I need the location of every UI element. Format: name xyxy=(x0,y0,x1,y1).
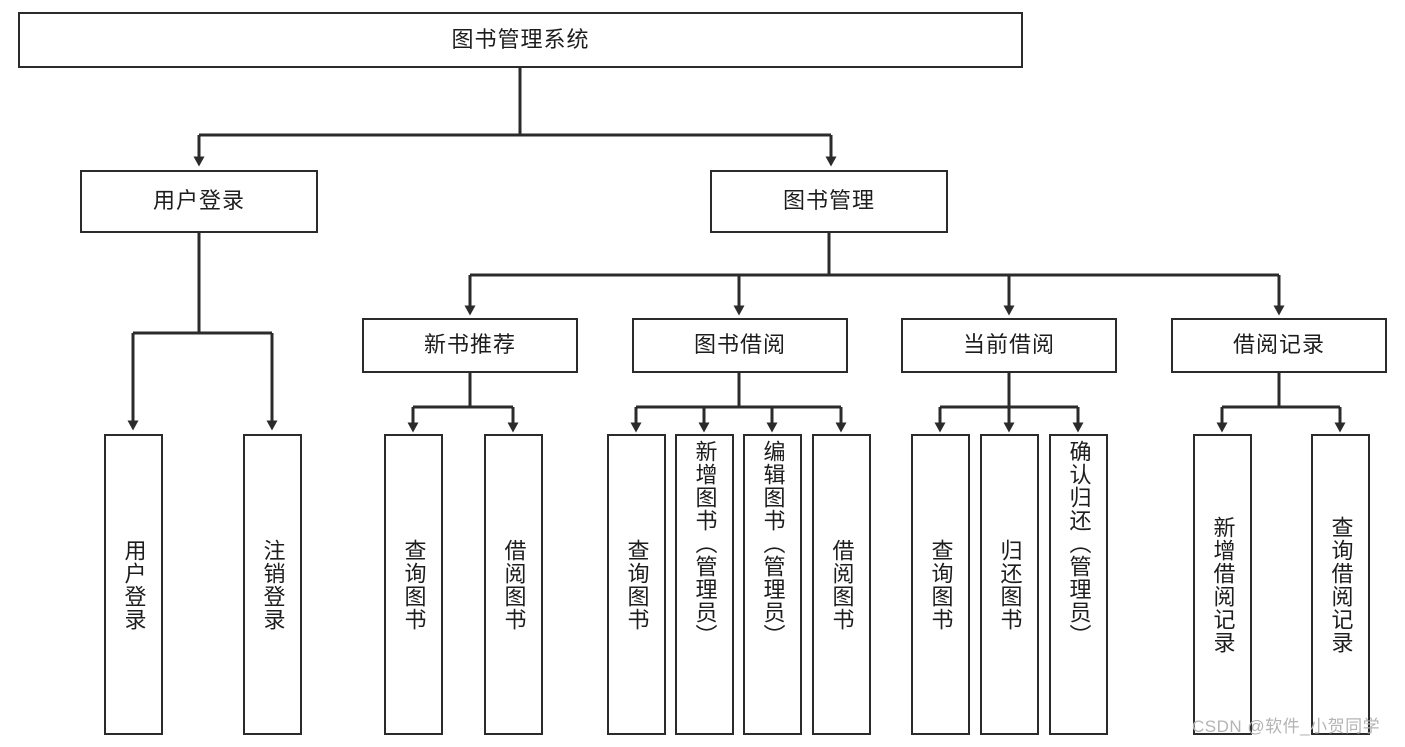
leaf-borrow-book-borrow[interactable]: 借阅图书 xyxy=(812,434,871,735)
node-label: 当前借阅 xyxy=(962,332,1055,358)
node-label: 新增借阅记录 xyxy=(1210,515,1236,654)
leaf-return-book[interactable]: 归还图书 xyxy=(980,434,1039,735)
node-label: 图书管理 xyxy=(782,188,875,214)
node-current-borrow[interactable]: 当前借阅 xyxy=(901,318,1117,373)
leaf-user-login[interactable]: 用户登录 xyxy=(104,434,163,735)
node-label: 归还图书 xyxy=(997,538,1023,631)
node-user-login[interactable]: 用户登录 xyxy=(80,170,318,233)
node-label: 查询图书 xyxy=(401,538,427,631)
node-label: 查询图书 xyxy=(624,538,650,631)
leaf-add-borrow-record[interactable]: 新增借阅记录 xyxy=(1193,434,1252,735)
node-book-management[interactable]: 图书管理 xyxy=(710,170,948,233)
node-book-borrow[interactable]: 图书借阅 xyxy=(632,318,848,373)
node-borrow-record[interactable]: 借阅记录 xyxy=(1171,318,1387,373)
leaf-edit-book-admin[interactable]: 编辑图书（管理员） xyxy=(743,434,802,735)
leaf-query-book-current[interactable]: 查询图书 xyxy=(911,434,970,735)
leaf-add-book-admin[interactable]: 新增图书（管理员） xyxy=(675,434,734,735)
node-label: 查询借阅记录 xyxy=(1328,515,1354,654)
leaf-confirm-return-admin[interactable]: 确认归还（管理员） xyxy=(1049,434,1108,735)
node-label: 新书推荐 xyxy=(423,332,516,358)
node-label: 图书管理系统 xyxy=(451,26,590,52)
node-label: 用户登录 xyxy=(152,188,245,214)
node-label: 注销登录 xyxy=(260,538,286,631)
csdn-watermark: CSDN @软件_小贺同学 xyxy=(1192,717,1381,736)
node-label: 图书借阅 xyxy=(693,332,786,358)
leaf-user-logout[interactable]: 注销登录 xyxy=(243,434,302,735)
leaf-query-book-borrow[interactable]: 查询图书 xyxy=(607,434,666,735)
node-label: 借阅记录 xyxy=(1232,332,1325,358)
leaf-query-book-new-book[interactable]: 查询图书 xyxy=(384,434,443,735)
node-label: 查询图书 xyxy=(928,538,954,631)
leaf-borrow-book-new-book[interactable]: 借阅图书 xyxy=(484,434,543,735)
node-label: 新增图书（管理员） xyxy=(692,440,718,647)
leaf-query-borrow-record[interactable]: 查询借阅记录 xyxy=(1311,434,1370,735)
node-label: 借阅图书 xyxy=(501,538,527,631)
node-label: 确认归还（管理员） xyxy=(1066,440,1092,647)
node-label: 编辑图书（管理员） xyxy=(760,440,786,647)
node-label: 借阅图书 xyxy=(829,538,855,631)
node-root-book-management-system[interactable]: 图书管理系统 xyxy=(18,12,1023,68)
node-label: 用户登录 xyxy=(121,538,147,631)
node-new-book-recommend[interactable]: 新书推荐 xyxy=(362,318,578,373)
